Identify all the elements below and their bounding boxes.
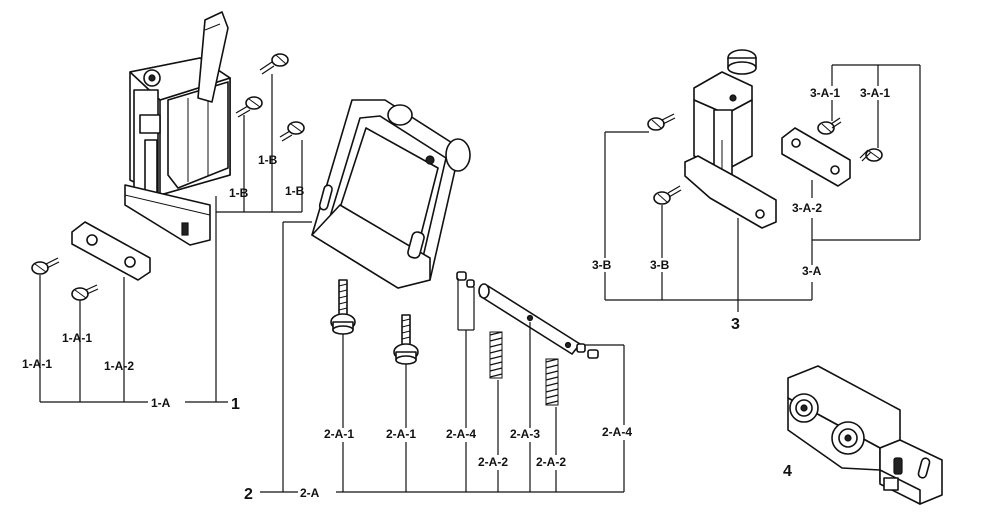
label-1-b-mid: 1-B <box>258 153 278 167</box>
spring-2-a-2-right <box>545 358 559 406</box>
group-3-assembly: 3-A-1 3-A-1 3-A-2 3-A 3-B 3-B 3 <box>592 49 921 333</box>
guide-body <box>684 49 777 229</box>
label-1-b-right: 1-B <box>285 184 305 198</box>
label-3-a-2: 3-A-2 <box>792 201 822 215</box>
screw-3-a-1-right <box>859 148 883 162</box>
label-2-a-3: 2-A-3 <box>510 427 540 441</box>
label-2-a-1-right: 2-A-1 <box>386 427 416 441</box>
screw-1-b-mid <box>235 96 263 118</box>
label-3-b-right: 3-B <box>650 258 670 272</box>
label-3: 3 <box>731 316 740 333</box>
label-4: 4 <box>783 463 792 480</box>
pin-2-a-4-right <box>576 343 599 359</box>
label-1-a-2: 1-A-2 <box>104 359 134 373</box>
label-1-b-left: 1-B <box>229 186 249 200</box>
group-4-assembly: 4 <box>783 365 943 505</box>
screw-1-a-1-left <box>31 257 60 275</box>
label-3-a-1-left: 3-A-1 <box>810 86 840 100</box>
group-2-leader-lines <box>260 221 625 493</box>
label-3-a: 3-A <box>802 264 822 278</box>
group-3-leader-lines <box>604 64 921 312</box>
label-2-a-2-right: 2-A-2 <box>536 455 566 469</box>
group-1-assembly: 1-A-1 1-A-1 1-A-2 1-A 1 1-B 1-B 1-B <box>22 11 305 413</box>
roller-feeder <box>787 365 943 505</box>
screw-2-a-1-right <box>393 314 419 365</box>
label-2-a: 2-A <box>300 486 320 500</box>
label-2-a-4-right: 2-A-4 <box>602 425 632 439</box>
screw-1-b-top <box>259 53 289 75</box>
label-3-a-1-right: 3-A-1 <box>860 86 890 100</box>
label-3-b-left: 3-B <box>592 258 612 272</box>
label-2-a-4-left: 2-A-4 <box>446 427 476 441</box>
label-2: 2 <box>244 486 253 503</box>
screw-1-a-1-right <box>71 284 99 301</box>
label-1: 1 <box>231 396 240 413</box>
presser-foot-body <box>124 11 231 246</box>
screw-3-b-bottom <box>653 185 682 205</box>
spring-2-a-2-left <box>489 331 503 379</box>
group-2-assembly: 2-A-1 2-A-1 2-A-4 2-A-2 2-A-3 2-A-2 2-A-… <box>244 99 632 503</box>
label-1-a-1-left: 1-A-1 <box>22 357 52 371</box>
label-2-a-2-left: 2-A-2 <box>478 455 508 469</box>
plate-1-a-2 <box>71 221 151 281</box>
screw-3-b-top <box>647 113 676 131</box>
screw-2-a-1-left <box>330 279 356 335</box>
label-2-a-1-left: 2-A-1 <box>324 427 354 441</box>
screw-1-b-right <box>279 121 305 142</box>
pin-2-a-4-left <box>456 271 475 288</box>
label-1-a: 1-A <box>151 396 171 410</box>
plate-3-a-2 <box>781 127 851 187</box>
screw-3-a-1-left <box>817 117 842 135</box>
group-1-leader-lines <box>39 74 303 403</box>
label-1-a-1-right: 1-A-1 <box>62 331 92 345</box>
bracket-frame <box>311 99 471 289</box>
